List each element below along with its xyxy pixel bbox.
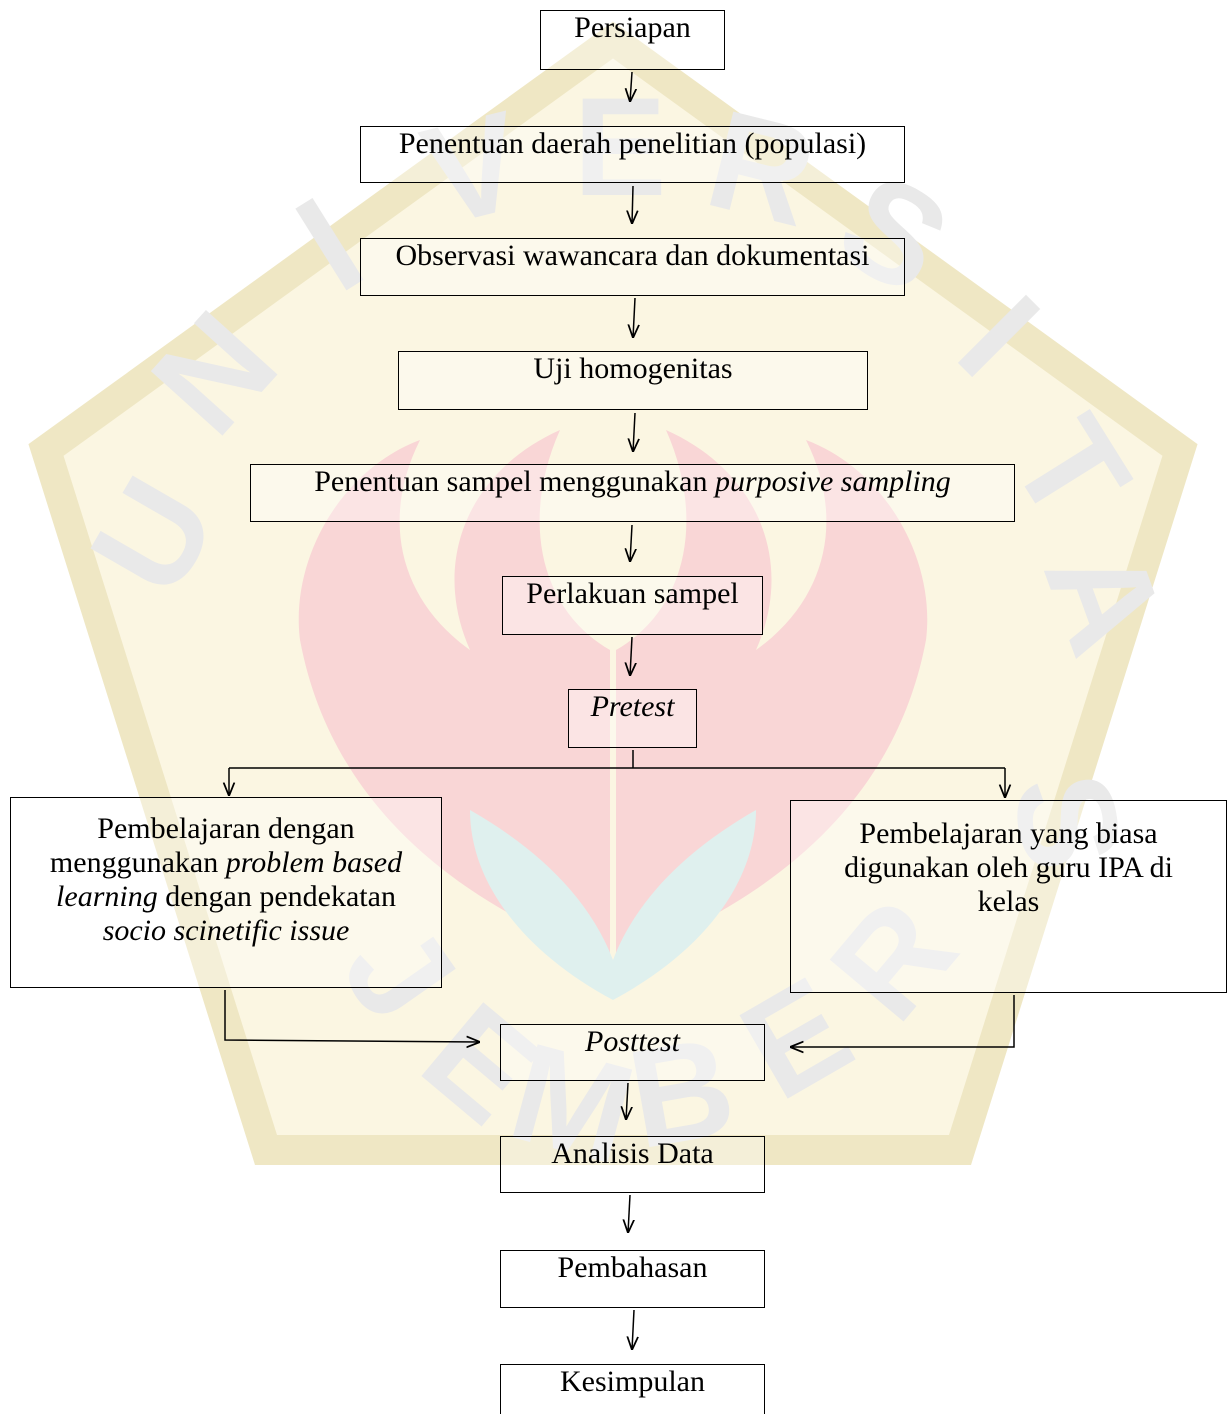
pbl-line-2: menggunakan problem based [50,846,402,880]
step-perlakuan-sampel-label: Perlakuan sampel [526,577,739,610]
step-uji-homogenitas-label: Uji homogenitas [533,352,733,385]
arrow-biasa-to-posttest [790,995,1015,1047]
step-posttest: Posttest [500,1024,765,1081]
step-penentuan-daerah-label: Penentuan daerah penelitian (populasi) [398,127,867,160]
arrow-pbl-to-posttest [224,990,480,1042]
step-analisis-data: Analisis Data [500,1136,765,1193]
step-penentuan-sampel: Penentuan sampel menggunakan purposive s… [250,464,1015,522]
watermark-flame-icon [298,430,928,1000]
step-penentuan-daerah: Penentuan daerah penelitian (populasi) [360,126,905,183]
step-penentuan-sampel-method: purposive sampling [714,465,951,498]
arrow-daerah-to-observasi [632,185,633,224]
biasa-text: Pembelajaran yang biasa digunakan oleh g… [844,815,1173,919]
step-posttest-label: Posttest [585,1025,680,1058]
watermark-shield [28,21,1198,1165]
arrow-uji-to-sampel [633,412,635,452]
step-pembahasan-label: Pembahasan [557,1251,708,1284]
arrow-perlakuan-to-pretest [630,636,632,676]
biasa-line-3: kelas [977,885,1040,918]
pbl-line-2-italic: problem based [225,846,403,879]
step-observasi-label: Observasi wawancara dan dokumentasi [395,239,870,272]
pbl-line-2-text: menggunakan [49,846,226,879]
pbl-line-3-text: dengan pendekatan [157,880,396,913]
step-pretest-label: Pretest [590,690,675,723]
step-kesimpulan-label: Kesimpulan [560,1365,705,1398]
arrow-persiapan-to-daerah [630,71,632,102]
biasa-line-2: digunakan oleh guru IPA di [844,851,1173,884]
step-biasa-class: Pembelajaran yang biasa digunakan oleh g… [790,800,1227,993]
step-pembahasan: Pembahasan [500,1250,765,1308]
arrow-analisis-to-pembahasan [628,1194,630,1233]
step-analisis-data-label: Analisis Data [551,1137,714,1170]
pbl-line-1: Pembelajaran dengan [97,812,355,845]
biasa-line-1: Pembelajaran yang biasa [859,817,1158,850]
step-kesimpulan: Kesimpulan [500,1364,765,1414]
step-uji-homogenitas: Uji homogenitas [398,351,868,410]
step-observasi: Observasi wawancara dan dokumentasi [360,238,905,296]
pbl-line-3: learning dengan pendekatan [50,880,402,914]
arrow-pembahasan-to-kesimpulan [632,1309,634,1350]
pbl-text: Pembelajaran dengan menggunakan problem … [50,812,402,948]
step-pbl-class: Pembelajaran dengan menggunakan problem … [10,797,442,988]
step-penentuan-sampel-text: Penentuan sampel menggunakan [314,465,715,498]
pbl-line-4: socio scinetific issue [102,914,350,947]
step-perlakuan-sampel: Perlakuan sampel [502,576,763,635]
arrow-posttest-to-analisis [626,1082,628,1120]
arrow-sampel-to-perlakuan [630,524,632,562]
step-pretest: Pretest [568,689,697,748]
step-persiapan-label: Persiapan [574,11,691,44]
pbl-line-3-italic: learning [56,880,158,913]
step-penentuan-sampel-label: Penentuan sampel menggunakan purposive s… [314,465,951,499]
arrow-observasi-to-uji [633,297,635,338]
watermark-letter: E [573,68,666,225]
step-persiapan: Persiapan [540,10,725,70]
